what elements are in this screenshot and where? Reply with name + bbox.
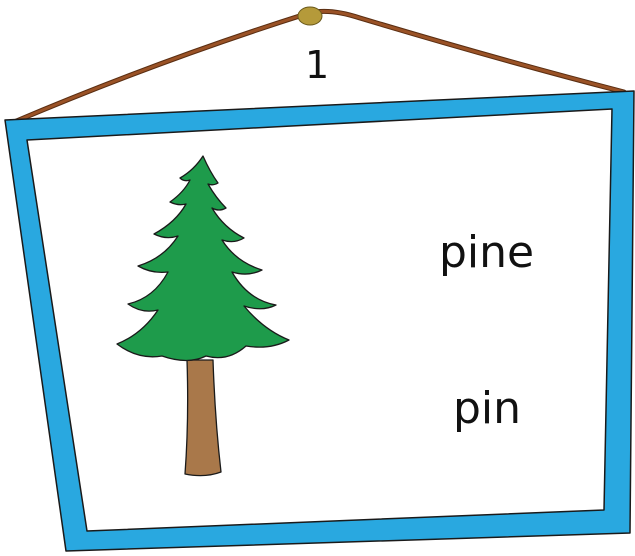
word-option-pine[interactable]: pine xyxy=(439,227,535,278)
pine-tree-icon xyxy=(116,155,290,362)
card-face xyxy=(26,108,613,532)
word-option-pin[interactable]: pin xyxy=(453,383,522,434)
card-number: 1 xyxy=(305,43,330,87)
hanging-pin xyxy=(297,6,323,26)
hanging-string-fill xyxy=(12,9,626,124)
tree-trunk-icon xyxy=(184,359,222,477)
